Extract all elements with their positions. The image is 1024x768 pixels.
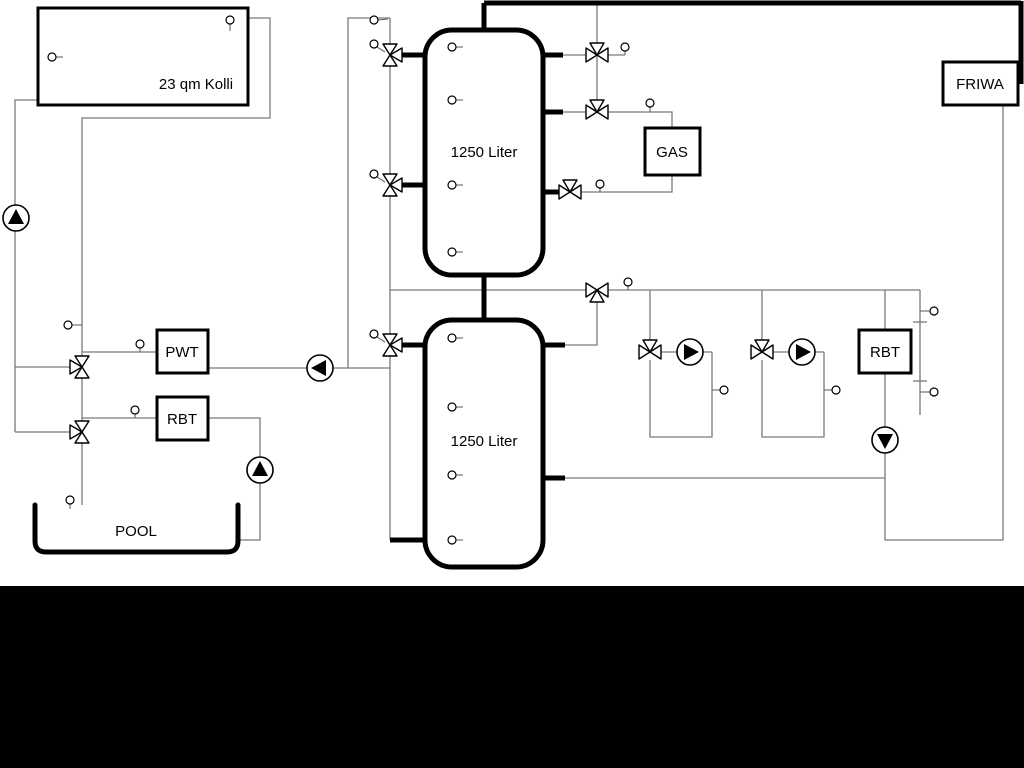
gas-label: GAS [656,144,688,161]
pool: POOL [32,502,241,555]
temp-sensor-solar-line-icon [63,320,82,330]
valve-tank1-mid-left-icon [382,173,403,197]
pipe-friwa-return [884,105,1004,541]
gas-box [643,126,702,177]
valve-gas-flow-icon [585,99,609,120]
gas-boiler: GAS [643,126,702,177]
collector-box [36,6,250,107]
temp-sensor-tank2-1-icon [447,333,463,343]
temp-sensor-tank1-2-icon [447,95,463,105]
rbt-left-heat-exchanger: RBT [155,395,210,442]
temp-sensor-pwt-line-icon [135,339,145,352]
temp-sensor-riser-top-icon [369,15,389,25]
temp-sensor-tank1-1-icon [447,42,463,52]
tank2-body [422,317,546,570]
pipe-gas-return [558,175,673,193]
temp-sensor-tank1-3-icon [447,180,463,190]
tank2-label: 1250 Liter [451,433,518,450]
pipe-hc1-loop [649,352,713,438]
tank1-label: 1250 Liter [451,144,518,161]
valve-tank2-left-icon [382,333,403,357]
temp-sensor-valve2-icon [369,169,386,183]
pump-pwt-icon [306,354,334,382]
pipe-left-bypass [347,17,390,368]
temp-sensor-dhw-icon [620,42,630,55]
rbt-right-label: RBT [870,344,900,361]
tank1-body [422,27,546,278]
temp-sensor-collector-left-icon [47,52,63,62]
temp-sensor-secondary-top-icon [920,306,939,316]
friwa-station: FRIWA [941,60,1020,107]
temp-sensor-valve1-icon [369,39,386,53]
rbt-right-box [857,328,913,375]
pump-rbt-right-icon [871,426,899,454]
temp-sensor-collector-top-icon [225,15,235,31]
pump-solar-icon [2,204,30,232]
temp-sensor-valve3-icon [369,329,386,343]
collector-label: 23 qm Kolli [159,76,233,93]
pool-basin [32,502,241,555]
temp-sensor-pool-icon [65,495,75,509]
rbt-right-heat-exchanger: RBT [857,328,913,375]
pool-label: POOL [115,523,157,540]
pwt-box [155,328,210,375]
valve-solar-lower-icon [69,420,90,444]
rbt-left-box [155,395,210,442]
valve-hc2-mixer-icon [750,339,774,360]
rbt-left-label: RBT [167,411,197,428]
hydraulic-diagram: 23 qm Kolli 1250 Liter 1250 Liter GAS FR… [2,0,1024,570]
pipe-hc2-loop [761,352,825,438]
temp-sensor-manifold-icon [623,277,633,290]
pipe-gas-flow [562,111,673,128]
temp-sensor-rbt-line-icon [130,405,140,418]
pipe-far-left [14,99,38,432]
buffer-tank-top: 1250 Liter [422,27,546,278]
temp-sensor-tank1-4-icon [447,247,463,257]
buffer-tank-bottom: 1250 Liter [422,317,546,570]
pump-hc1-icon [676,338,704,366]
pwt-label: PWT [165,344,198,361]
temp-sensor-gas-return-icon [595,179,605,192]
pump-hc2-icon [788,338,816,366]
pwt-heat-exchanger: PWT [155,328,210,375]
friwa-box [941,60,1020,107]
pipe-collector-to-valves [81,17,271,505]
valve-dhw-top-icon [585,42,609,63]
black-band [0,586,1024,768]
temp-sensor-hc1-return-icon [712,385,729,395]
temp-sensor-hc2-return-icon [824,385,841,395]
temp-sensor-secondary-bottom-icon [920,387,939,397]
thin-pipes [14,5,1004,541]
valve-tank1-top-left-icon [382,43,403,67]
temp-sensor-tank2-3-icon [447,470,463,480]
valve-hc1-mixer-icon [638,339,662,360]
friwa-label: FRIWA [956,76,1004,93]
pipe-manifold-to-tank2 [565,296,598,346]
pump-pool-icon [246,456,274,484]
schematic-canvas: 23 qm Kolli 1250 Liter 1250 Liter GAS FR… [0,0,1024,586]
valve-manifold-icon [585,282,609,303]
temp-sensor-gas-flow-icon [645,98,655,112]
valve-solar-upper-icon [69,355,90,379]
valve-gas-return-icon [558,179,582,200]
solar-collector: 23 qm Kolli [36,6,250,107]
temp-sensor-tank2-2-icon [447,402,463,412]
temp-sensor-tank2-4-icon [447,535,463,545]
